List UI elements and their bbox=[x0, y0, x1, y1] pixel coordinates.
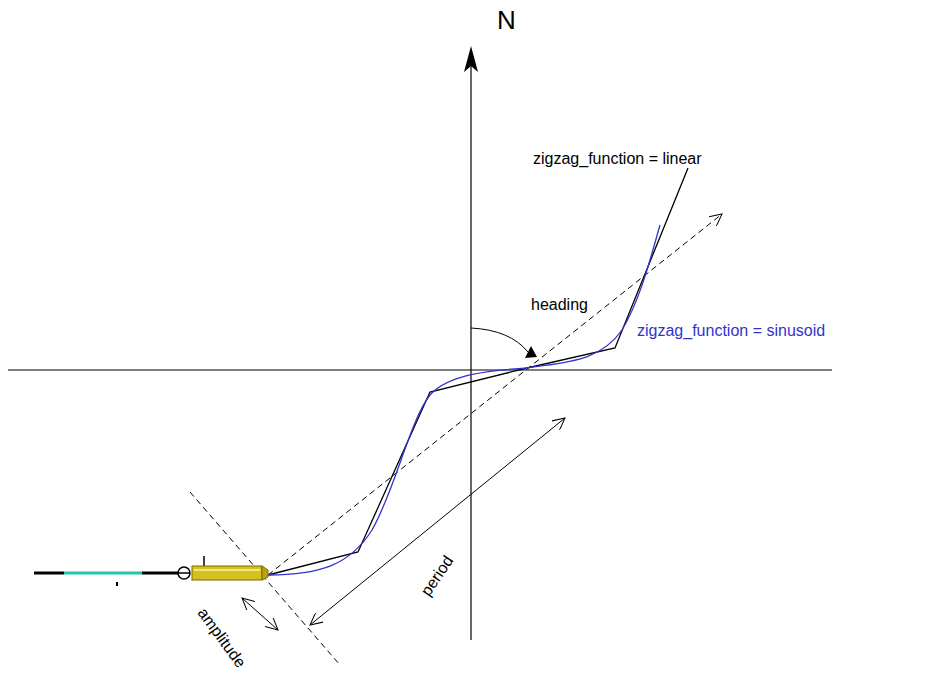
north-label: N bbox=[497, 6, 516, 35]
sinusoid-label: zigzag_function = sinusoid bbox=[637, 322, 825, 340]
vehicle-highlight bbox=[194, 569, 260, 571]
vehicle-fin bbox=[203, 556, 205, 566]
tow-joint-bar bbox=[178, 572, 190, 574]
amplitude-arrow bbox=[242, 598, 278, 630]
linear-zigzag bbox=[268, 168, 688, 575]
heading-label: heading bbox=[531, 296, 588, 314]
linear-label: zigzag_function = linear bbox=[533, 150, 702, 168]
period-label: period bbox=[417, 553, 456, 600]
amplitude-label: amplitude bbox=[194, 605, 249, 671]
tow-cable bbox=[34, 572, 64, 575]
cable-tick bbox=[116, 582, 118, 586]
period-arrow bbox=[310, 418, 565, 625]
heading-arrowhead bbox=[525, 346, 537, 358]
vehicle-body bbox=[192, 566, 262, 580]
north-axis bbox=[470, 62, 471, 640]
heading-arc bbox=[471, 328, 528, 352]
tow-cable-section bbox=[64, 572, 142, 575]
tow-joint bbox=[178, 567, 190, 579]
north-arrowhead bbox=[464, 46, 478, 72]
tow-cable-end bbox=[142, 572, 178, 575]
vehicle-nose bbox=[262, 566, 268, 580]
heading-line bbox=[268, 214, 722, 575]
sinusoid-zigzag bbox=[268, 225, 660, 575]
east-axis bbox=[8, 369, 832, 370]
